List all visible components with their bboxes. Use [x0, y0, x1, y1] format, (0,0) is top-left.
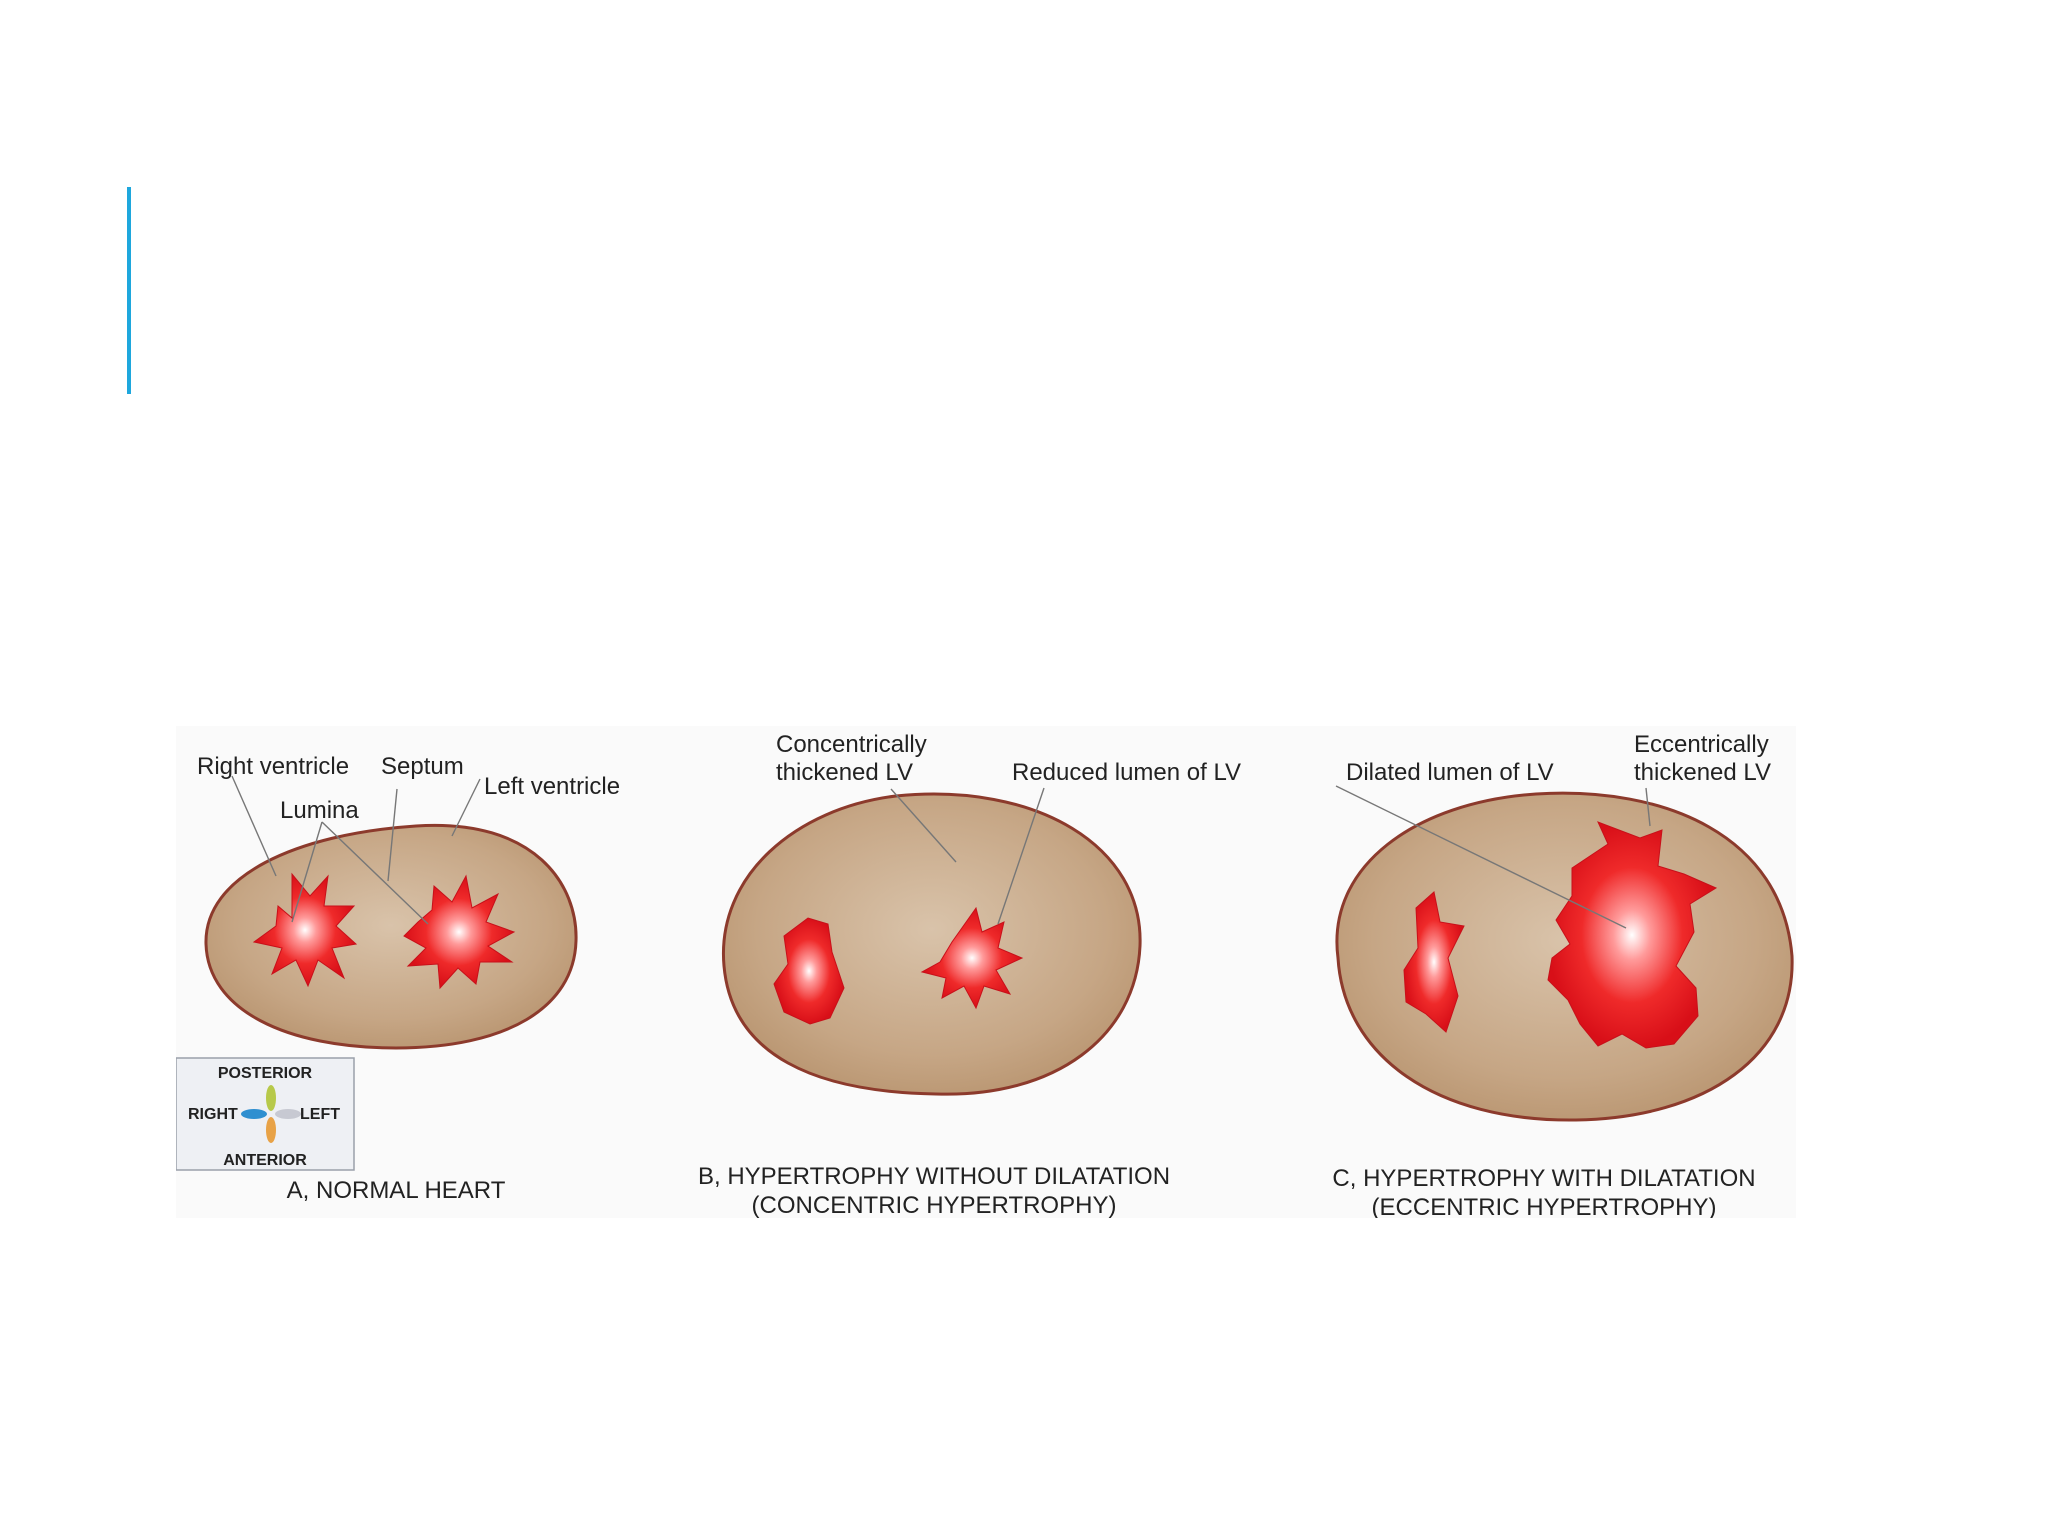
panel-a-myocardium — [204, 823, 578, 1050]
compass-left: LEFT — [300, 1106, 340, 1123]
compass-right: RIGHT — [188, 1106, 238, 1123]
caption-a: A, NORMAL HEART — [287, 1177, 506, 1204]
leader-lumina-2 — [321, 821, 429, 925]
panel-a-normal-heart: Right ventricle Septum Lumina Left ventr… — [176, 753, 620, 1204]
label-septum: Septum — [381, 753, 464, 780]
label-dilated-lumen: Dilated lumen of LV — [1346, 759, 1554, 786]
caption-c-line2: (ECCENTRIC HYPERTROPHY) — [1372, 1194, 1717, 1218]
compass-arrow-left-icon — [275, 1109, 301, 1119]
ventricular-hypertrophy-figure: Right ventricle Septum Lumina Left ventr… — [176, 726, 1796, 1218]
leader-lumina-1 — [291, 821, 323, 923]
compass-arrow-down-icon — [266, 1117, 276, 1143]
leader-eccentric-lv — [1645, 787, 1651, 827]
panel-c-left-ventricle-lumen — [1547, 821, 1718, 1049]
label-eccentrically: Eccentrically — [1634, 731, 1769, 758]
hypertrophy-diagram: Right ventricle Septum Lumina Left ventr… — [176, 731, 1794, 1218]
leader-right-ventricle — [231, 775, 277, 877]
leader-reduced-lumen — [997, 787, 1045, 925]
panel-a-left-ventricle-lumen — [403, 874, 516, 990]
panel-b-concentric-hypertrophy: Concentrically thickened LV Reduced lume… — [698, 731, 1241, 1218]
label-concentric-thickened-lv: thickened LV — [776, 759, 913, 786]
leader-left-ventricle — [451, 778, 481, 837]
orientation-compass: POSTERIOR RIGHT LEFT ANTERIOR — [176, 1057, 355, 1171]
label-concentrically: Concentrically — [776, 731, 927, 758]
panel-b-left-ventricle-lumen — [920, 906, 1024, 1010]
panel-c-right-ventricle-lumen — [1403, 891, 1465, 1033]
compass-arrow-up-icon — [266, 1085, 276, 1111]
caption-c-line1: C, HYPERTROPHY WITH DILATATION — [1332, 1165, 1755, 1192]
leader-septum — [387, 788, 398, 882]
label-right-ventricle: Right ventricle — [197, 753, 349, 780]
label-lumina: Lumina — [280, 797, 359, 824]
leader-dilated-lumen — [1335, 785, 1627, 929]
compass-arrow-right-icon — [241, 1109, 267, 1119]
leader-concentric-lv — [890, 788, 957, 863]
compass-anterior: ANTERIOR — [223, 1152, 307, 1169]
compass-posterior: POSTERIOR — [218, 1065, 313, 1082]
caption-b-line1: B, HYPERTROPHY WITHOUT DILATATION — [698, 1163, 1170, 1190]
panel-c-eccentric-hypertrophy: Dilated lumen of LV Eccentrically thicke… — [1332, 731, 1794, 1218]
caption-b-line2: (CONCENTRIC HYPERTROPHY) — [752, 1192, 1117, 1218]
title-accent-bar — [127, 187, 131, 394]
label-eccentric-thickened-lv: thickened LV — [1634, 759, 1771, 786]
panel-a-right-ventricle-lumen — [252, 872, 358, 988]
label-reduced-lumen: Reduced lumen of LV — [1012, 759, 1241, 786]
panel-b-right-ventricle-lumen — [773, 917, 845, 1025]
label-left-ventricle: Left ventricle — [484, 773, 620, 800]
